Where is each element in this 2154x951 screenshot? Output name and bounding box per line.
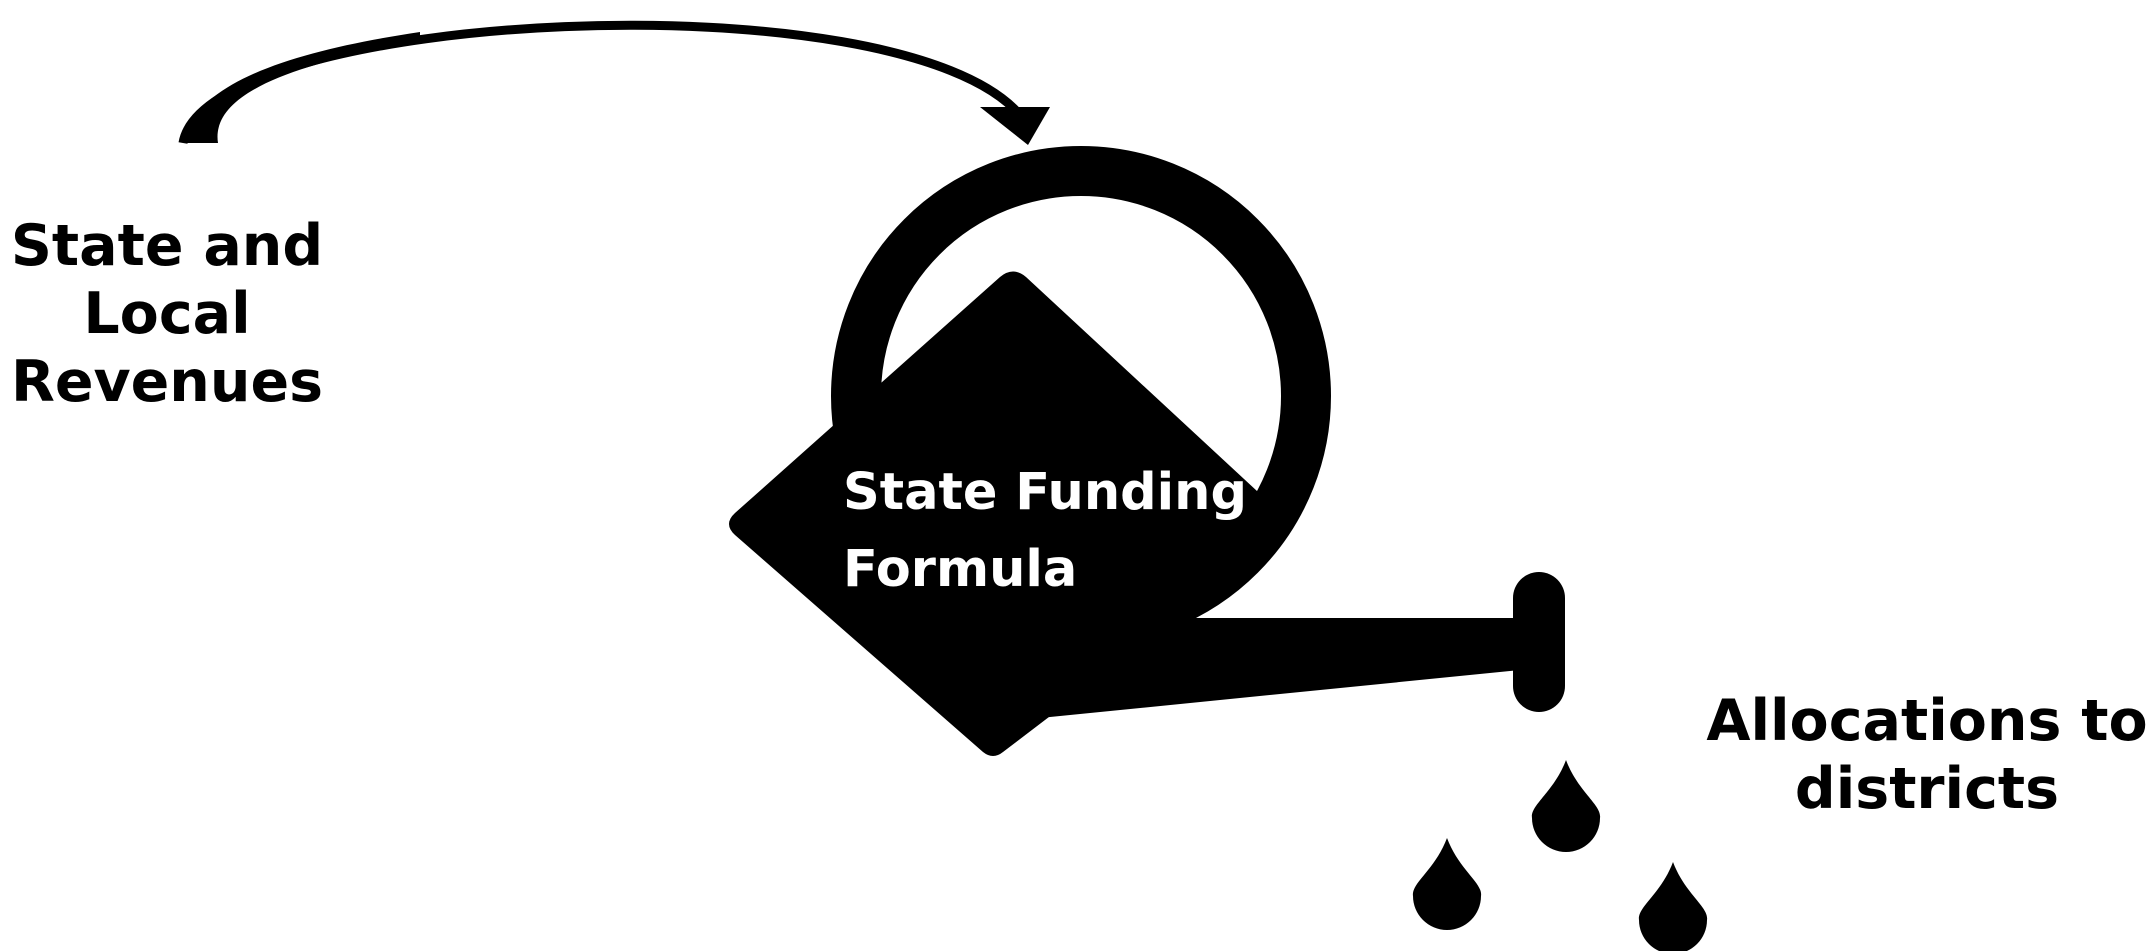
source-label-line: Local [83, 280, 251, 347]
watering-can-icon [729, 146, 1565, 756]
water-drop-icon [1531, 760, 1601, 852]
watering-can-body [729, 271, 1291, 756]
center-label-line: Formula [843, 539, 1078, 599]
center-label-line: State Funding [843, 463, 1247, 522]
source-label-line: Revenues [10, 348, 324, 415]
target-label-line: districts [1794, 755, 2060, 822]
curved-arrow-head [980, 107, 1050, 145]
center-label: State Funding Formula [843, 455, 1247, 608]
water-drop-icon [1412, 838, 1482, 930]
water-drops [1412, 760, 1708, 951]
curved-arrow [178, 20, 1050, 145]
target-label-line: Allocations to [1706, 688, 2148, 754]
curved-arrow-shaft [178, 20, 1024, 145]
source-label: State and Local Revenues [2, 213, 332, 416]
curved-arrow-tail [183, 32, 420, 143]
target-label: Allocations to districts [1700, 688, 2154, 824]
source-label-line: State and [10, 213, 324, 279]
watering-can-nozzle [1513, 572, 1565, 712]
water-drop-icon [1638, 862, 1708, 951]
watering-can-spout [1040, 618, 1540, 718]
